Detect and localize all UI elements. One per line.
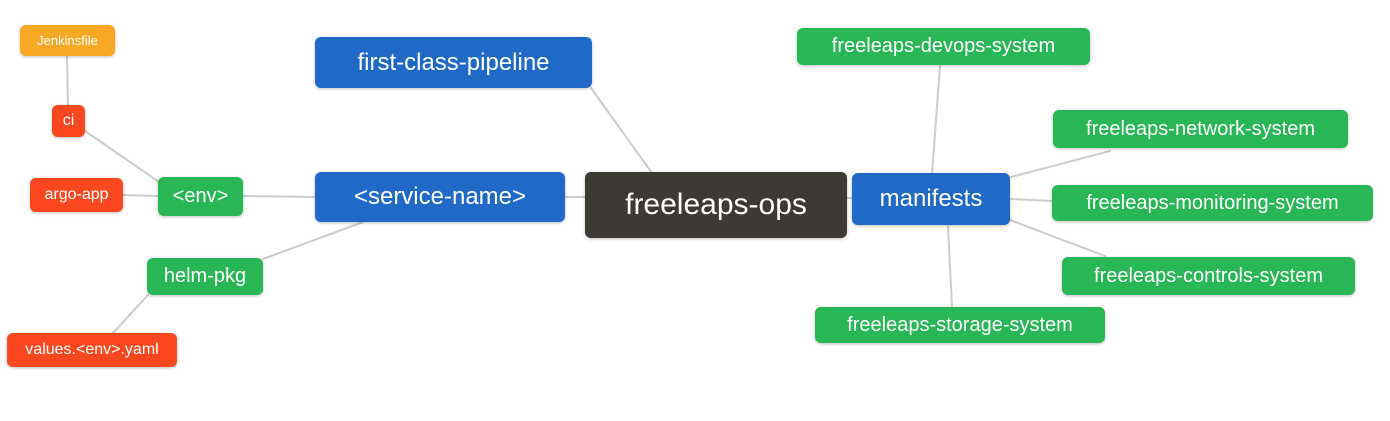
mindmap-node-env[interactable]: <env> — [158, 177, 243, 216]
edge-helm-pkg--values-env-yaml — [111, 294, 149, 335]
mindmap-node-freeleaps-devops-system[interactable]: freeleaps-devops-system — [797, 28, 1090, 65]
edge-manifests--freeleaps-controls-system — [1009, 219, 1106, 257]
edge-ci--env — [84, 130, 163, 185]
edge-service-name--helm-pkg — [262, 221, 364, 260]
mindmap-node-service-name[interactable]: <service-name> — [315, 172, 565, 222]
edge-argo-app--env — [122, 194, 159, 197]
mindmap-node-freeleaps-ops[interactable]: freeleaps-ops — [585, 172, 847, 238]
edge-manifests--freeleaps-monitoring-system — [1010, 198, 1053, 202]
mindmap-node-manifests[interactable]: manifests — [852, 173, 1010, 225]
mindmap-node-argo-app[interactable]: argo-app — [30, 178, 123, 212]
mindmap-node-helm-pkg[interactable]: helm-pkg — [147, 258, 263, 295]
edge-jenkinsfile--ci — [66, 55, 69, 106]
mindmap-node-freeleaps-storage-system[interactable]: freeleaps-storage-system — [815, 307, 1105, 343]
mindmap-node-freeleaps-controls-system[interactable]: freeleaps-controls-system — [1062, 257, 1355, 295]
mindmap-node-jenkinsfile[interactable]: Jenkinsfile — [20, 25, 115, 56]
mindmap-node-values-env-yaml[interactable]: values.<env>.yaml — [7, 333, 177, 367]
edge-first-class-pipeline--freeleaps-ops — [590, 87, 653, 174]
edge-manifests--freeleaps-storage-system — [947, 225, 953, 308]
mindmap-node-ci[interactable]: ci — [52, 105, 85, 137]
edge-manifests--freeleaps-devops-system — [931, 65, 941, 175]
edge-env--service-name — [242, 195, 316, 198]
edge-manifests--freeleaps-network-system — [1010, 150, 1111, 178]
mindmap-node-freeleaps-network-system[interactable]: freeleaps-network-system — [1053, 110, 1348, 148]
mindmap-node-first-class-pipeline[interactable]: first-class-pipeline — [315, 37, 592, 88]
mindmap-node-freeleaps-monitoring-system[interactable]: freeleaps-monitoring-system — [1052, 185, 1373, 221]
